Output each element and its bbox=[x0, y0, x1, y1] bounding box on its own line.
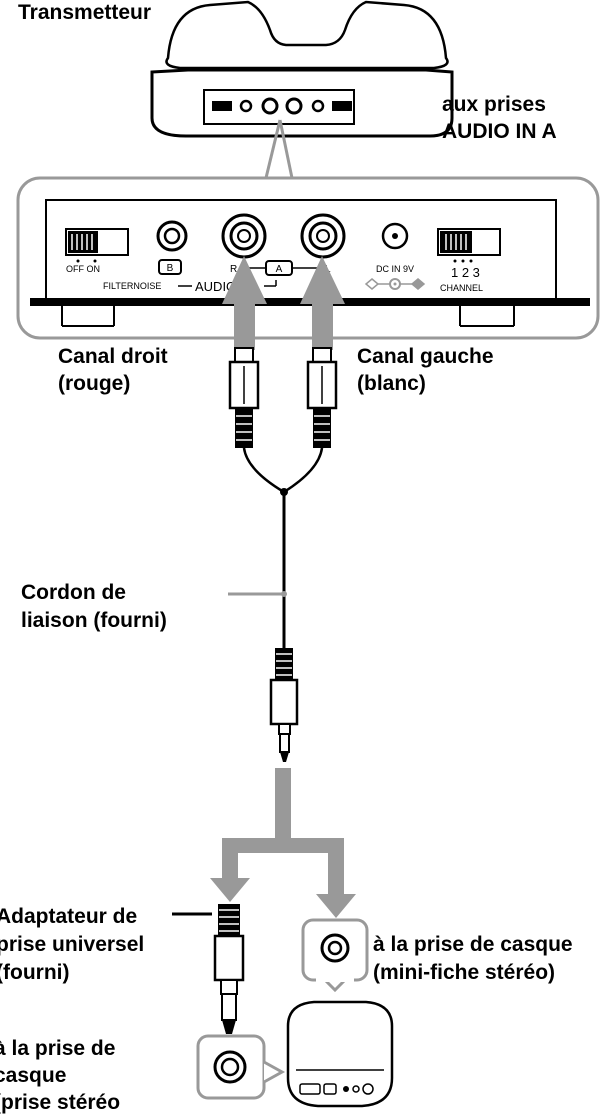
rca-plug-right bbox=[228, 347, 260, 448]
right-channel-label-line1: Canal droit bbox=[58, 345, 168, 368]
dc-in-jack: DC IN 9V bbox=[364, 222, 426, 290]
left-channel-label-line1: Canal gauche bbox=[357, 345, 494, 368]
audio-in-l-jack bbox=[300, 213, 346, 259]
a-label: A bbox=[276, 264, 283, 275]
zoom-callout-lines bbox=[264, 119, 294, 179]
audio-in-a-label-line1: aux prises bbox=[442, 93, 546, 116]
std-jack-label-line1: à la prise de bbox=[0, 1037, 116, 1060]
std-jack-label-line2: casque bbox=[0, 1064, 67, 1087]
adaptor-label-line2: prise universel bbox=[0, 933, 145, 956]
mini-jack-label-line2: (mini-fiche stéréo) bbox=[373, 961, 556, 984]
cord-label-line2: liaison (fourni) bbox=[21, 609, 167, 632]
channel-switch: 1 2 3 CHANNEL bbox=[437, 228, 501, 293]
svg-text:B: B bbox=[167, 263, 174, 274]
svg-text:CHANNEL: CHANNEL bbox=[440, 283, 483, 293]
rca-plug-left bbox=[306, 347, 338, 448]
cord-label-line1: Cordon de bbox=[21, 581, 126, 604]
std-jack-label-line3: (prise stéréo bbox=[0, 1091, 121, 1114]
plug-adaptor bbox=[213, 904, 245, 1034]
rear-panel-closeup: OFF ON B FILTERNOISE R A L AUDIO IN bbox=[16, 176, 600, 340]
audio-in-a-label-line2: AUDIO IN A bbox=[442, 120, 557, 143]
svg-text:OFF ON: OFF ON bbox=[66, 264, 100, 274]
connecting-cable bbox=[242, 447, 324, 650]
mini-jack-label-line1: à la prise de casque bbox=[373, 933, 573, 956]
mini-stereo-plug bbox=[269, 648, 299, 762]
svg-text:DC IN 9V: DC IN 9V bbox=[376, 264, 414, 274]
insertion-arrows bbox=[222, 256, 345, 350]
polarity-icon bbox=[364, 278, 426, 290]
mini-headphone-jack bbox=[301, 918, 369, 993]
filter-switch: OFF ON bbox=[65, 228, 129, 274]
transmitter-unit bbox=[150, 0, 454, 138]
r-label: R bbox=[230, 264, 237, 275]
cd-player bbox=[286, 1000, 394, 1108]
adaptor-label-line3: (fourni) bbox=[0, 961, 70, 984]
adaptor-label-line1: Adaptateur de bbox=[0, 905, 138, 928]
standard-headphone-jack bbox=[196, 1034, 286, 1100]
audio-in-r-jack bbox=[221, 213, 267, 259]
transmitter-label: Transmetteur bbox=[18, 1, 152, 24]
right-channel-label-line2: (rouge) bbox=[58, 372, 131, 395]
svg-text:1 2 3: 1 2 3 bbox=[451, 265, 480, 280]
noise-b-jack: B bbox=[156, 220, 188, 275]
filter-noise-label: FILTERNOISE bbox=[103, 281, 161, 291]
left-channel-label-line2: (blanc) bbox=[357, 372, 426, 395]
